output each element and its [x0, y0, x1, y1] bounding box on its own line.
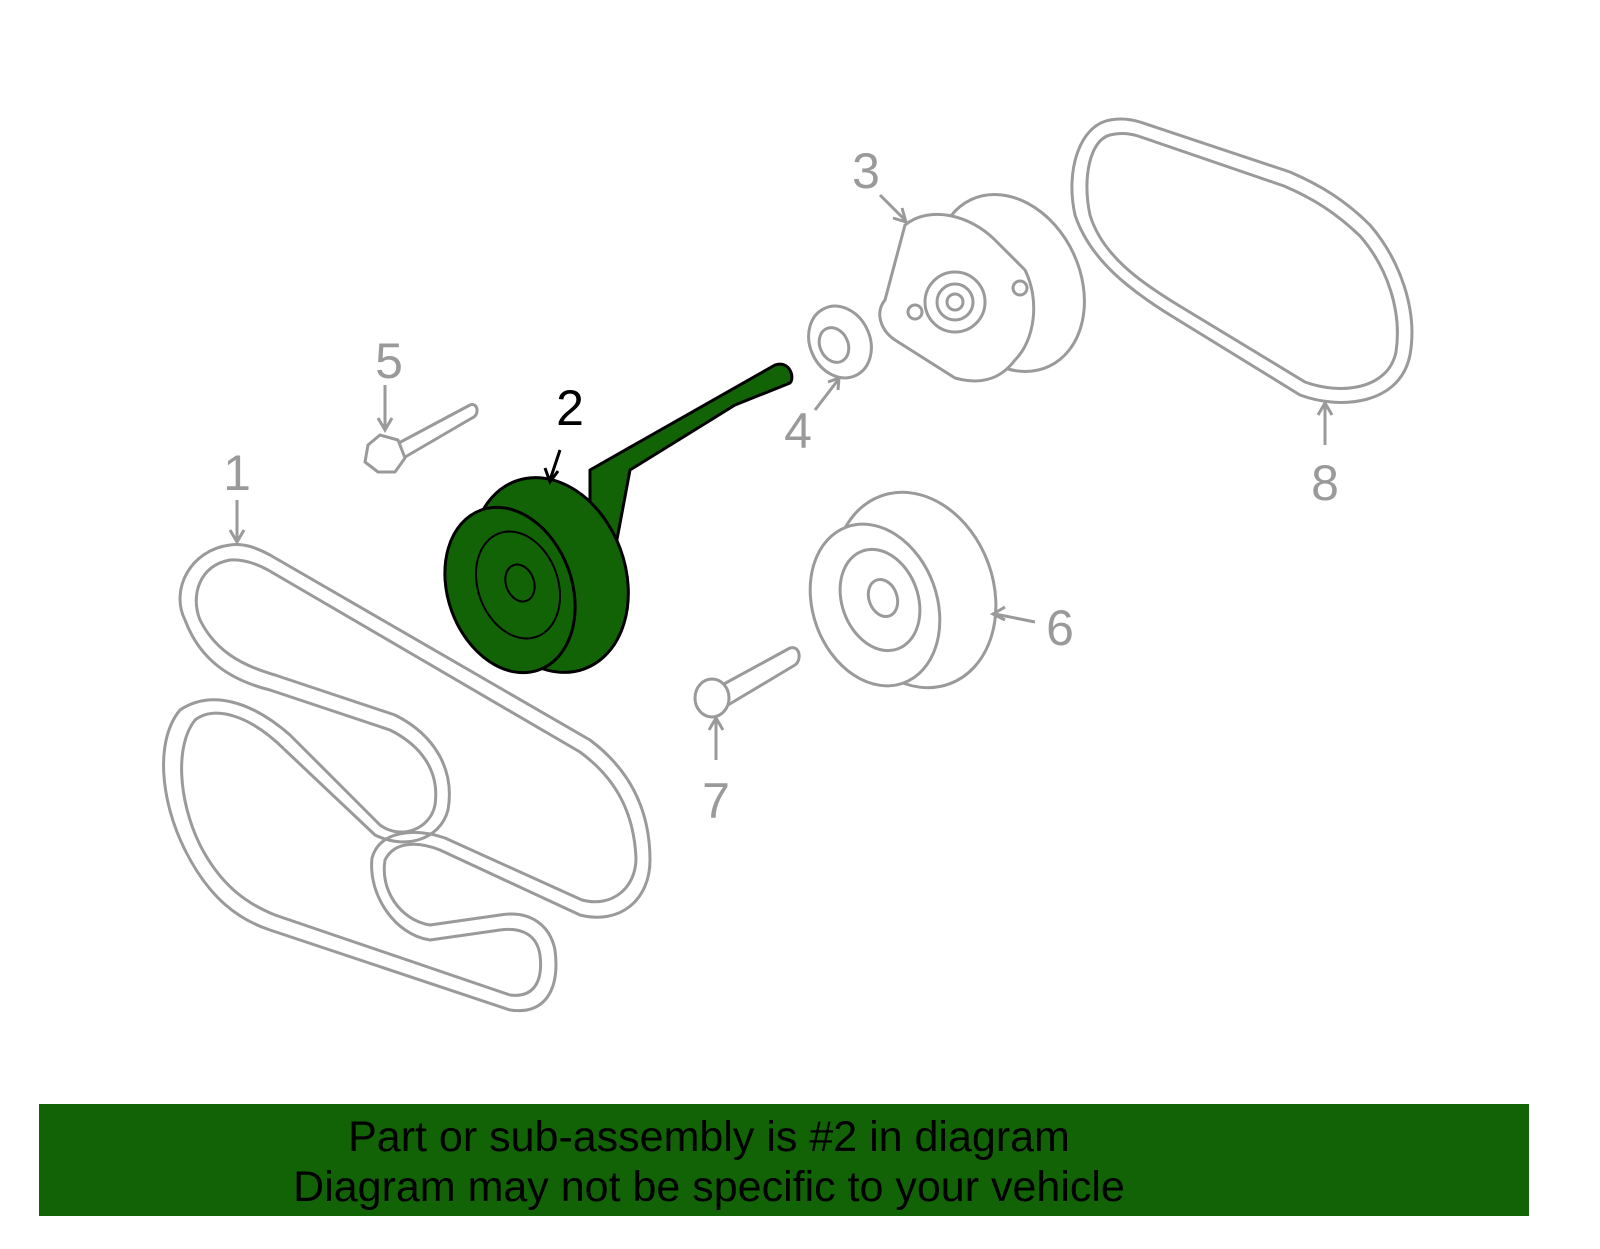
part-7-bolt[interactable] — [693, 646, 801, 719]
callout-8[interactable]: 8 — [1311, 455, 1339, 511]
callout-2[interactable]: 2 — [556, 380, 584, 436]
callout-1[interactable]: 1 — [223, 445, 251, 501]
banner-line-2: Diagram may not be specific to your vehi… — [293, 1163, 1125, 1211]
part-8-belt[interactable] — [1070, 117, 1414, 404]
part-2-tensioner-highlighted[interactable] — [423, 362, 794, 694]
part-1-serpentine-belt[interactable] — [162, 543, 652, 1013]
part-4-washer[interactable] — [797, 296, 883, 388]
callout-arrows — [228, 193, 1334, 760]
callout-3[interactable]: 3 — [852, 143, 880, 199]
callout-4[interactable]: 4 — [784, 403, 812, 459]
part-6-idler-pulley[interactable] — [788, 469, 1022, 710]
callout-6[interactable]: 6 — [1046, 600, 1074, 656]
part-3-tensioner[interactable] — [878, 170, 1113, 396]
callout-5[interactable]: 5 — [375, 333, 403, 389]
callout-7[interactable]: 7 — [702, 773, 730, 829]
part-5-bolt[interactable] — [363, 403, 479, 474]
parts-diagram: 1 2 3 4 5 6 7 8 — [162, 117, 1414, 1013]
banner-line-1: Part or sub-assembly is #2 in diagram — [348, 1113, 1070, 1161]
info-banner: Part or sub-assembly is #2 in diagram Di… — [39, 1104, 1529, 1216]
